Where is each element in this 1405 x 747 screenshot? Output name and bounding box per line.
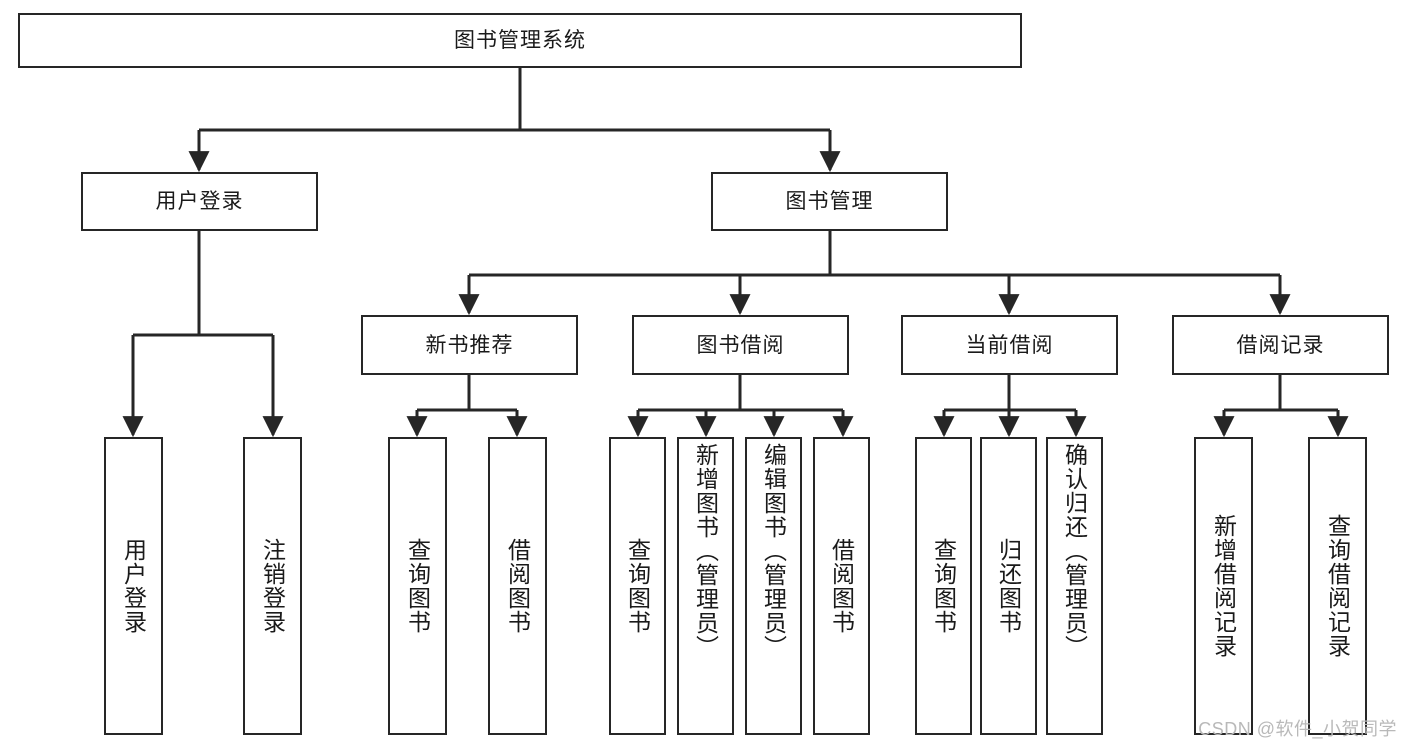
node-new-book-rec-label: 新书推荐 [425, 333, 514, 357]
node-leaf-cb-query[interactable]: 查询图书 [915, 437, 972, 735]
node-leaf-rec-borrow[interactable]: 借阅图书 [488, 437, 547, 735]
node-leaf-bb-query[interactable]: 查询图书 [609, 437, 666, 735]
node-book-manage[interactable]: 图书管理 [711, 172, 948, 231]
node-leaf-user-login[interactable]: 用户登录 [104, 437, 163, 735]
node-current-borrow[interactable]: 当前借阅 [901, 315, 1118, 375]
node-leaf-bb-add-label: 新增图书（管理员） [692, 443, 719, 659]
node-borrow-record-label: 借阅记录 [1236, 333, 1325, 357]
node-leaf-cb-confirm[interactable]: 确认归还（管理员） [1046, 437, 1103, 735]
node-leaf-br-add[interactable]: 新增借阅记录 [1194, 437, 1253, 735]
node-leaf-bb-edit[interactable]: 编辑图书（管理员） [745, 437, 802, 735]
node-leaf-cb-return[interactable]: 归还图书 [980, 437, 1037, 735]
node-new-book-rec[interactable]: 新书推荐 [361, 315, 578, 375]
node-book-borrow[interactable]: 图书借阅 [632, 315, 849, 375]
node-leaf-rec-borrow-label: 借阅图书 [504, 538, 531, 634]
node-leaf-user-login-label: 用户登录 [120, 538, 147, 634]
node-user-login-label: 用户登录 [155, 190, 244, 213]
node-leaf-cb-return-label: 归还图书 [995, 538, 1022, 634]
csdn-watermark: CSDN @软件_小贺同学 [1198, 719, 1397, 739]
node-leaf-bb-edit-label: 编辑图书（管理员） [760, 443, 787, 659]
node-leaf-bb-query-label: 查询图书 [624, 538, 651, 634]
node-leaf-bb-borrow[interactable]: 借阅图书 [813, 437, 870, 735]
node-leaf-rec-query[interactable]: 查询图书 [388, 437, 447, 735]
node-leaf-user-logout[interactable]: 注销登录 [243, 437, 302, 735]
node-leaf-user-logout-label: 注销登录 [259, 538, 286, 634]
node-book-borrow-label: 图书借阅 [696, 333, 785, 357]
node-root[interactable]: 图书管理系统 [18, 13, 1022, 68]
node-leaf-bb-borrow-label: 借阅图书 [828, 538, 855, 634]
node-leaf-br-query-label: 查询借阅记录 [1324, 514, 1351, 658]
node-current-borrow-label: 当前借阅 [965, 333, 1054, 357]
node-leaf-cb-confirm-label: 确认归还（管理员） [1061, 443, 1088, 659]
node-leaf-cb-query-label: 查询图书 [930, 538, 957, 634]
node-root-label: 图书管理系统 [454, 29, 586, 52]
node-leaf-br-add-label: 新增借阅记录 [1210, 514, 1237, 658]
node-book-manage-label: 图书管理 [785, 190, 874, 213]
node-leaf-bb-add[interactable]: 新增图书（管理员） [677, 437, 734, 735]
node-leaf-rec-query-label: 查询图书 [404, 538, 431, 634]
node-borrow-record[interactable]: 借阅记录 [1172, 315, 1389, 375]
node-user-login[interactable]: 用户登录 [81, 172, 318, 231]
node-leaf-br-query[interactable]: 查询借阅记录 [1308, 437, 1367, 735]
